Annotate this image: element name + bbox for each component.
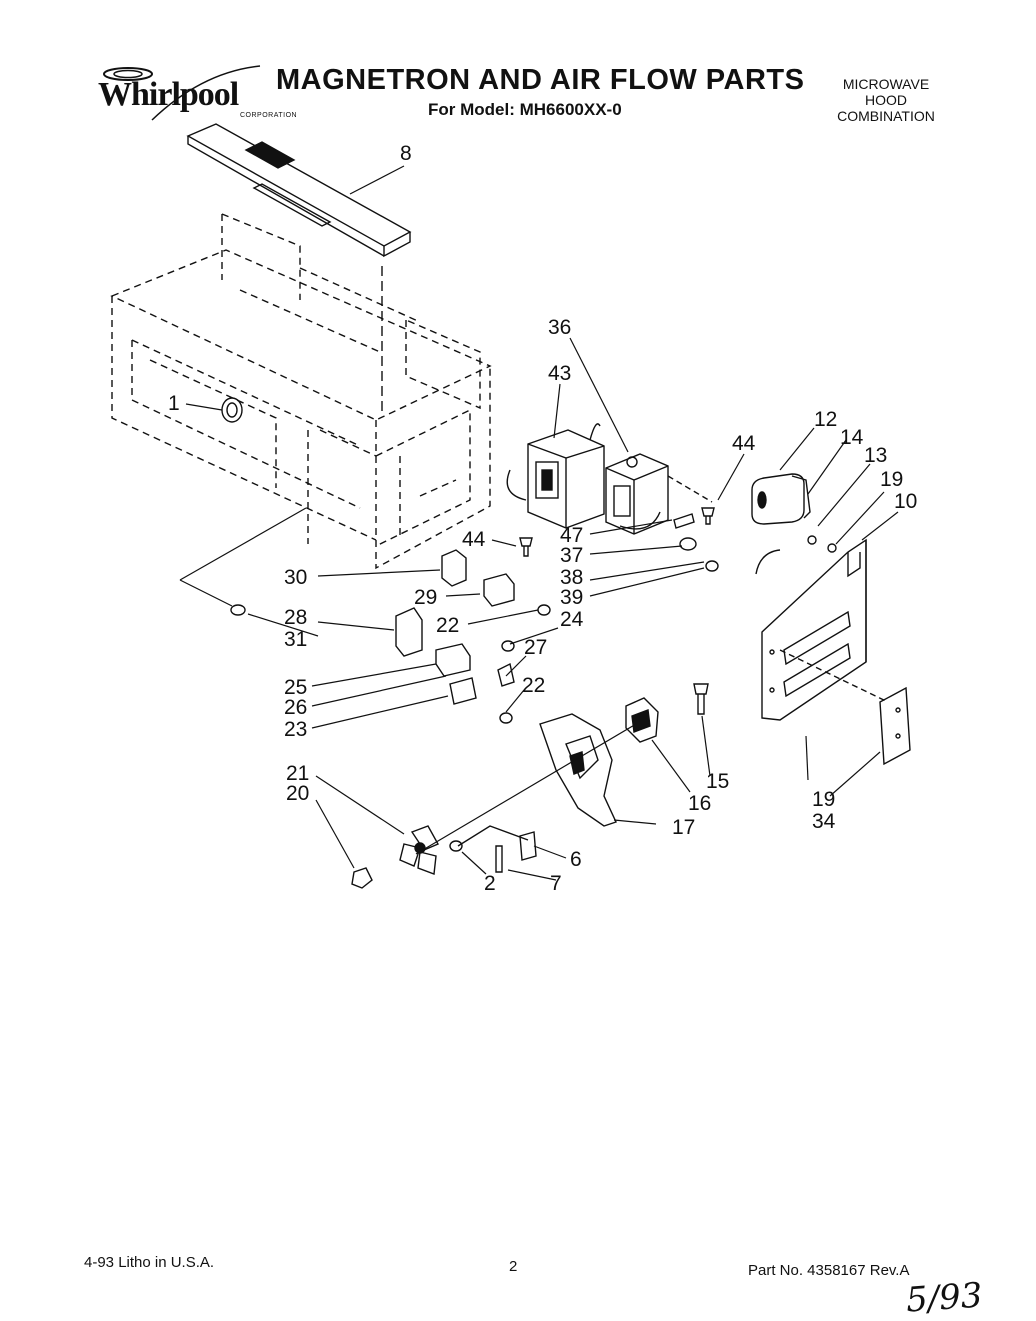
callout-label: 31 [284,628,307,651]
part-number: Part No. 4358167 Rev.A [748,1262,910,1279]
logo-corporation: CORPORATION [240,112,298,119]
product-type-line: MICROWAVE [842,76,930,92]
callout-label: 43 [548,362,571,385]
cavity-frame-dashed [110,213,492,570]
logo-swirl-icon [103,65,261,121]
part-small-bracket [673,513,719,572]
callout-label: 15 [706,770,729,793]
part-shaft-clip [449,825,537,873]
callout-label: 8 [400,142,412,165]
callout-label: 16 [688,792,711,815]
callout-label: 22 [522,674,545,697]
part-fan-blade [351,825,439,889]
part-fan-duct [539,713,617,827]
part-switch-assembly [230,549,551,724]
callout-label: 25 [284,676,307,699]
callout-label: 20 [286,782,309,805]
callout-label: 36 [548,316,571,339]
callout-label: 28 [284,606,307,629]
callout-label: 27 [524,636,547,659]
callout-label: 44 [462,528,486,551]
logo-wordmark: Whirlpool [98,76,239,113]
callout-label: 23 [284,718,307,741]
leader-lines [179,165,899,881]
product-type-line: COMBINATION [837,108,935,124]
model-number: For Model: MH6600XX-0 [428,100,622,119]
callout-label: 19 [880,468,903,491]
callout-label: 12 [814,408,837,431]
product-type: MICROWAVE HOOD COMBINATION [818,76,954,124]
callout-label: 47 [560,524,583,547]
litho-note: 4-93 Litho in U.S.A. [84,1254,215,1271]
callout-label: 39 [560,586,583,609]
handwritten-date: 5/93 [904,1275,984,1321]
callout-label: 17 [672,816,695,839]
callout-label: 14 [840,426,864,449]
part-capacitor [751,473,837,575]
callout-label: 24 [560,608,584,631]
part-mount-bracket [779,649,911,766]
callout-label: 30 [284,566,307,589]
callout-label: 7 [550,872,562,895]
callout-label: 1 [168,392,180,415]
part-magnetron [605,453,713,535]
part-top-cover [186,123,412,258]
part-fan-bracket [625,683,709,743]
callout-label: 44 [732,432,756,455]
part-screw [519,507,715,557]
callout-label: 10 [894,490,917,513]
product-type-line: HOOD [865,92,907,108]
part-side-panel [761,538,867,721]
callout-labels: 8 36 43 44 12 14 13 19 10 1 44 47 37 38 … [168,142,917,895]
callout-label: 2 [484,872,496,895]
callout-label: 38 [560,566,583,589]
callout-label: 21 [286,762,309,785]
callout-label: 34 [812,810,836,833]
callout-label: 6 [570,848,582,871]
callout-label: 13 [864,444,887,467]
part-transformer [506,423,605,529]
page-title: MAGNETRON AND AIR FLOW PARTS [276,64,805,96]
callout-label: 22 [436,614,459,637]
page-number: 2 [509,1258,518,1275]
whirlpool-logo: Whirlpool CORPORATION [92,62,297,124]
part-round-fitting [221,397,243,423]
callout-label: 37 [560,544,583,567]
callout-label: 26 [284,696,307,719]
callout-label: 19 [812,788,835,811]
callout-label: 29 [414,586,437,609]
